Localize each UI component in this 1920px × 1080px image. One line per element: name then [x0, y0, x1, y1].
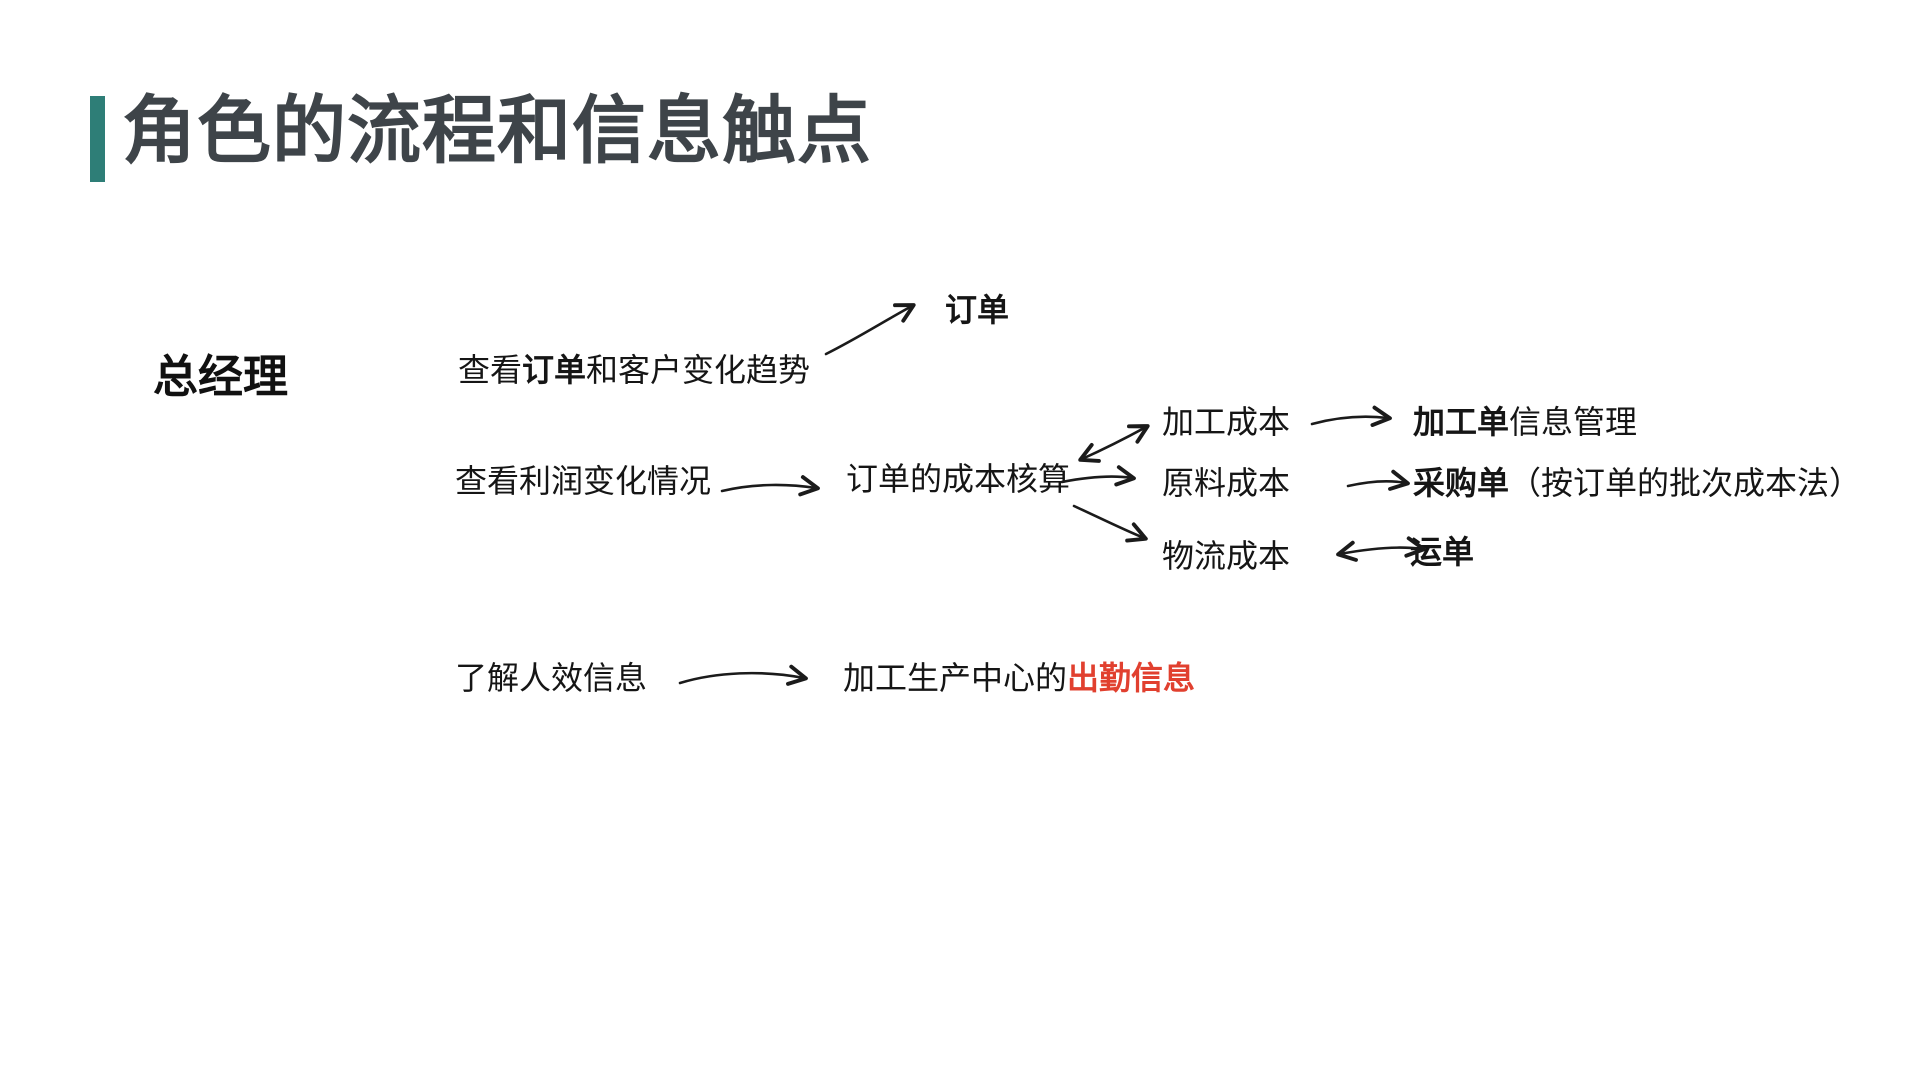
touchpoint-purchase-order-bold: 采购单 [1413, 465, 1510, 501]
touchpoint-processing-order-rest: 信息管理 [1509, 404, 1638, 440]
touchpoint-purchase-order-rest: （按订单的批次成本法） [1509, 465, 1862, 501]
task-view-profit: 查看利润变化情况 [455, 463, 712, 499]
node-order-costing: 订单的成本核算 [846, 461, 1071, 497]
touchpoint-waybill: 运单 [1410, 534, 1474, 571]
touchpoint-processing-order-bold: 加工单 [1413, 404, 1510, 440]
role-label: 总经理 [153, 351, 289, 402]
task-view-orders-prefix: 查看 [458, 352, 523, 388]
touchpoint-waybill-bold: 运单 [1410, 534, 1475, 570]
branch-material-cost: 原料成本 [1162, 465, 1291, 501]
arrow-material-cost-to-purchase-order [1346, 469, 1410, 491]
touchpoint-attendance: 加工生产中心的出勤信息 [843, 660, 1195, 697]
arrow-processing-cost-to-processing-order [1310, 405, 1392, 427]
touchpoint-attendance-prefix: 加工生产中心的 [843, 660, 1068, 696]
touchpoint-purchase-order: 采购单（按订单的批次成本法） [1413, 465, 1861, 502]
branch-logistics-cost: 物流成本 [1162, 538, 1291, 574]
touchpoint-orders: 订单 [945, 292, 1010, 328]
arrow-profit-to-costing [720, 475, 820, 497]
arrow-costing-to-logistics-cost [1072, 504, 1148, 543]
arrow-orders-to-order [824, 303, 916, 356]
page-title: 角色的流程和信息触点 [122, 89, 872, 172]
task-view-orders: 查看订单和客户变化趋势 [458, 352, 810, 389]
arrow-costing-to-material-cost [1060, 465, 1136, 487]
branch-processing-cost: 加工成本 [1162, 404, 1291, 440]
task-view-orders-suffix: 和客户变化趋势 [586, 352, 811, 388]
title-accent-bar [90, 96, 105, 182]
arrow-efficiency-to-attendance [678, 664, 808, 686]
task-labor-efficiency: 了解人效信息 [455, 660, 648, 696]
touchpoint-attendance-highlight: 出勤信息 [1067, 660, 1196, 696]
task-view-orders-bold: 订单 [522, 352, 587, 388]
arrow-costing-to-processing-cost [1078, 424, 1150, 463]
touchpoint-processing-order: 加工单信息管理 [1413, 404, 1637, 441]
